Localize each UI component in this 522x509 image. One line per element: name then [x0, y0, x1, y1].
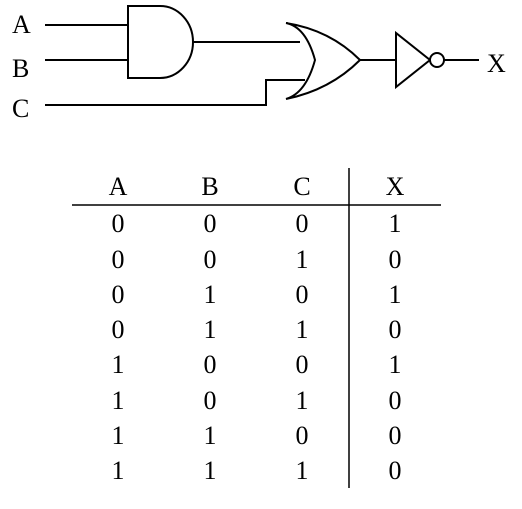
and-gate-icon [127, 5, 194, 79]
cell-x: 0 [389, 421, 402, 450]
cell-b: 1 [204, 456, 217, 485]
cell-b: 0 [204, 386, 217, 415]
cell-c: 1 [296, 456, 309, 485]
or-gate-icon [285, 22, 362, 100]
cell-b: 0 [204, 350, 217, 379]
cell-c: 0 [296, 209, 309, 238]
cell-a: 0 [112, 280, 125, 309]
cell-a: 1 [112, 350, 125, 379]
table-row: 0 1 1 0 [112, 315, 402, 344]
cell-b: 1 [204, 421, 217, 450]
table-row: 1 1 1 0 [112, 456, 402, 485]
cell-a: 1 [112, 421, 125, 450]
output-label-x: X [487, 49, 506, 78]
cell-a: 1 [112, 456, 125, 485]
cell-b: 1 [204, 280, 217, 309]
header-c: C [293, 172, 310, 201]
cell-c: 1 [296, 315, 309, 344]
cell-x: 0 [389, 386, 402, 415]
header-x: X [386, 172, 405, 201]
input-label-c: C [12, 94, 29, 123]
logic-circuit: A B C X [12, 5, 506, 123]
cell-a: 0 [112, 209, 125, 238]
header-b: B [201, 172, 218, 201]
cell-x: 1 [389, 280, 402, 309]
cell-c: 0 [296, 350, 309, 379]
table-row: 1 0 0 1 [112, 350, 402, 379]
cell-x: 0 [389, 315, 402, 344]
table-row: 0 0 1 0 [112, 245, 402, 274]
wire-c [45, 79, 305, 106]
input-label-b: B [12, 54, 29, 83]
cell-c: 0 [296, 280, 309, 309]
cell-a: 1 [112, 386, 125, 415]
cell-b: 0 [204, 209, 217, 238]
truth-table-header: A B C X [109, 172, 405, 201]
cell-x: 1 [389, 350, 402, 379]
input-label-a: A [12, 10, 31, 39]
cell-x: 0 [389, 456, 402, 485]
cell-b: 0 [204, 245, 217, 274]
table-row: 1 1 0 0 [112, 421, 402, 450]
cell-b: 1 [204, 315, 217, 344]
cell-c: 1 [296, 245, 309, 274]
cell-c: 1 [296, 386, 309, 415]
table-row: 0 0 0 1 [112, 209, 402, 238]
header-a: A [109, 172, 128, 201]
cell-a: 0 [112, 315, 125, 344]
table-row: 0 1 0 1 [112, 280, 402, 309]
cell-x: 1 [389, 209, 402, 238]
cell-c: 0 [296, 421, 309, 450]
table-row: 1 0 1 0 [112, 386, 402, 415]
not-gate-icon [395, 30, 432, 90]
cell-a: 0 [112, 245, 125, 274]
cell-x: 0 [389, 245, 402, 274]
